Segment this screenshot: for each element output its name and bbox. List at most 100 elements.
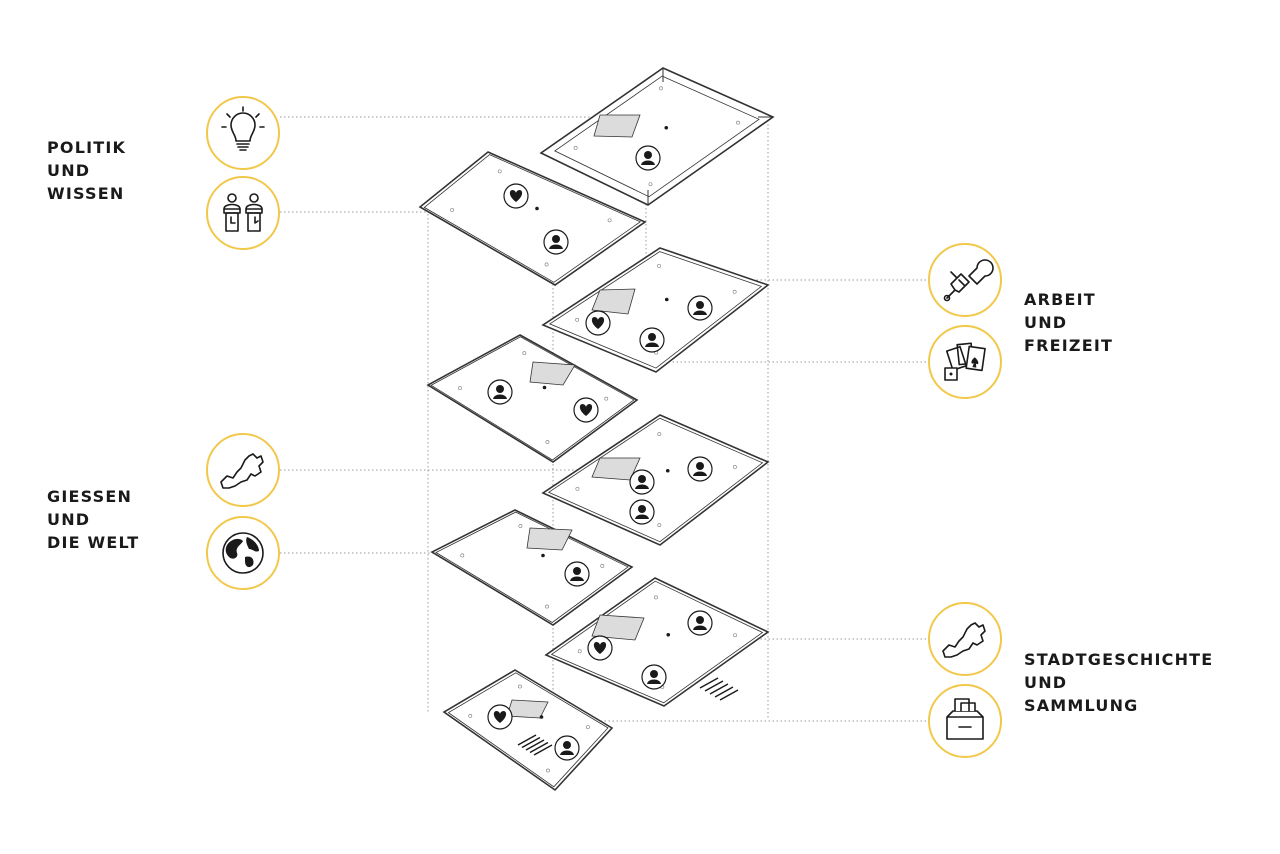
label-line: FREIZEIT xyxy=(1024,336,1114,355)
person-marker-icon xyxy=(487,379,513,405)
heart-marker-icon xyxy=(487,704,513,730)
reference-dot xyxy=(542,385,547,390)
plug-wrench-icon xyxy=(928,243,1002,317)
inner-wall xyxy=(554,75,760,198)
stairs-level-2 xyxy=(699,677,739,701)
column-dot xyxy=(648,182,653,187)
person-marker-icon xyxy=(687,456,713,482)
stair-step xyxy=(533,744,553,756)
stair-step xyxy=(704,680,724,692)
person-marker-icon xyxy=(687,610,713,636)
column-dot xyxy=(468,714,473,718)
column-dot xyxy=(736,120,740,125)
label-line: SAMMLUNG xyxy=(1024,696,1139,715)
person-marker-icon xyxy=(543,229,569,255)
stairwell xyxy=(593,114,641,138)
inner-wall xyxy=(447,672,609,788)
speakers-podium-icon xyxy=(206,176,280,250)
inner-wall xyxy=(423,154,642,283)
column-dot xyxy=(657,432,662,437)
category-label-politik-und-wissen: POLITIK UND WISSEN xyxy=(47,136,126,205)
column-dot xyxy=(573,145,578,150)
label-line: STADTGESCHICHTE xyxy=(1024,650,1214,669)
attic-roof-frame xyxy=(540,67,775,206)
heart-marker-icon xyxy=(587,635,613,661)
column-dot xyxy=(460,553,465,558)
person-marker-icon xyxy=(554,735,580,761)
archive-box-icon xyxy=(928,684,1002,758)
column-dot xyxy=(733,465,737,469)
column-dot xyxy=(600,564,605,568)
floor-plate-upper-left xyxy=(418,151,647,286)
reference-dot xyxy=(541,553,545,558)
outer-wall xyxy=(442,669,614,792)
label-line: DIE WELT xyxy=(47,533,140,552)
icon-ring xyxy=(928,602,1002,676)
stairwell xyxy=(591,288,636,315)
column-dot xyxy=(546,768,550,773)
person-marker-icon xyxy=(564,561,590,587)
inner-wall xyxy=(548,251,763,369)
icon-ring xyxy=(928,243,1002,317)
column-dot xyxy=(575,486,580,491)
stair-step xyxy=(699,677,719,689)
person-marker-icon xyxy=(635,145,661,171)
category-label-stadtgeschichte-und-sammlung: STADTGESCHICHTE UND SAMMLUNG xyxy=(1024,648,1213,717)
outer-wall xyxy=(541,414,770,546)
category-label-arbeit-und-freizeit: ARBEIT UND FREIZEIT xyxy=(1024,288,1113,357)
label-line: GIESSEN xyxy=(47,487,133,506)
column-dot xyxy=(545,440,550,444)
reference-dot xyxy=(539,715,544,719)
column-dot xyxy=(607,218,612,223)
category-label-giessen-und-die-welt: GIESSEN UND DIE WELT xyxy=(47,485,139,554)
stair-step xyxy=(517,734,537,746)
column-dot xyxy=(657,263,661,268)
label-line: WISSEN xyxy=(47,184,125,203)
floor-plans xyxy=(418,67,775,792)
city-map-icon xyxy=(206,433,280,507)
reference-dot xyxy=(664,125,669,130)
outer-wall xyxy=(544,577,770,707)
column-dot xyxy=(545,604,549,609)
icon-ring xyxy=(206,516,280,590)
column-dot xyxy=(522,351,527,356)
reference-dot xyxy=(664,297,669,302)
reference-dot xyxy=(666,632,671,637)
icon-ring xyxy=(928,684,1002,758)
column-dot xyxy=(585,725,590,730)
inner-wall xyxy=(547,417,764,543)
column-dot xyxy=(654,595,658,600)
stairwell xyxy=(591,614,645,641)
reference-dot xyxy=(535,206,539,211)
heart-marker-icon xyxy=(503,183,529,209)
stair-step xyxy=(521,736,541,749)
outer-wall xyxy=(418,151,647,286)
inner-wall xyxy=(550,580,764,704)
heart-marker-icon xyxy=(585,310,611,336)
floor-plate-level-4-right xyxy=(541,247,770,373)
stairwell xyxy=(526,527,573,551)
column-dot xyxy=(450,207,455,212)
column-dot xyxy=(518,684,522,689)
label-line: POLITIK xyxy=(47,138,127,157)
floor-plate-level-3-left xyxy=(430,509,634,626)
column-dot xyxy=(604,396,609,401)
column-dot xyxy=(518,524,523,528)
heart-marker-icon xyxy=(573,397,599,423)
label-line: UND xyxy=(1024,313,1068,332)
column-dot xyxy=(458,386,462,391)
floor-plate-level-3-right xyxy=(541,414,770,546)
person-marker-icon xyxy=(639,327,665,353)
column-dot xyxy=(659,86,663,91)
column-dot xyxy=(657,523,662,528)
stair-step xyxy=(709,683,729,695)
person-marker-icon xyxy=(629,499,655,525)
outer-wall xyxy=(426,334,639,463)
stair-step xyxy=(525,739,545,751)
inner-wall xyxy=(430,336,635,461)
person-marker-icon xyxy=(641,664,667,690)
outer-wall xyxy=(541,247,770,373)
person-marker-icon xyxy=(629,469,655,495)
category-icons xyxy=(206,96,1002,758)
